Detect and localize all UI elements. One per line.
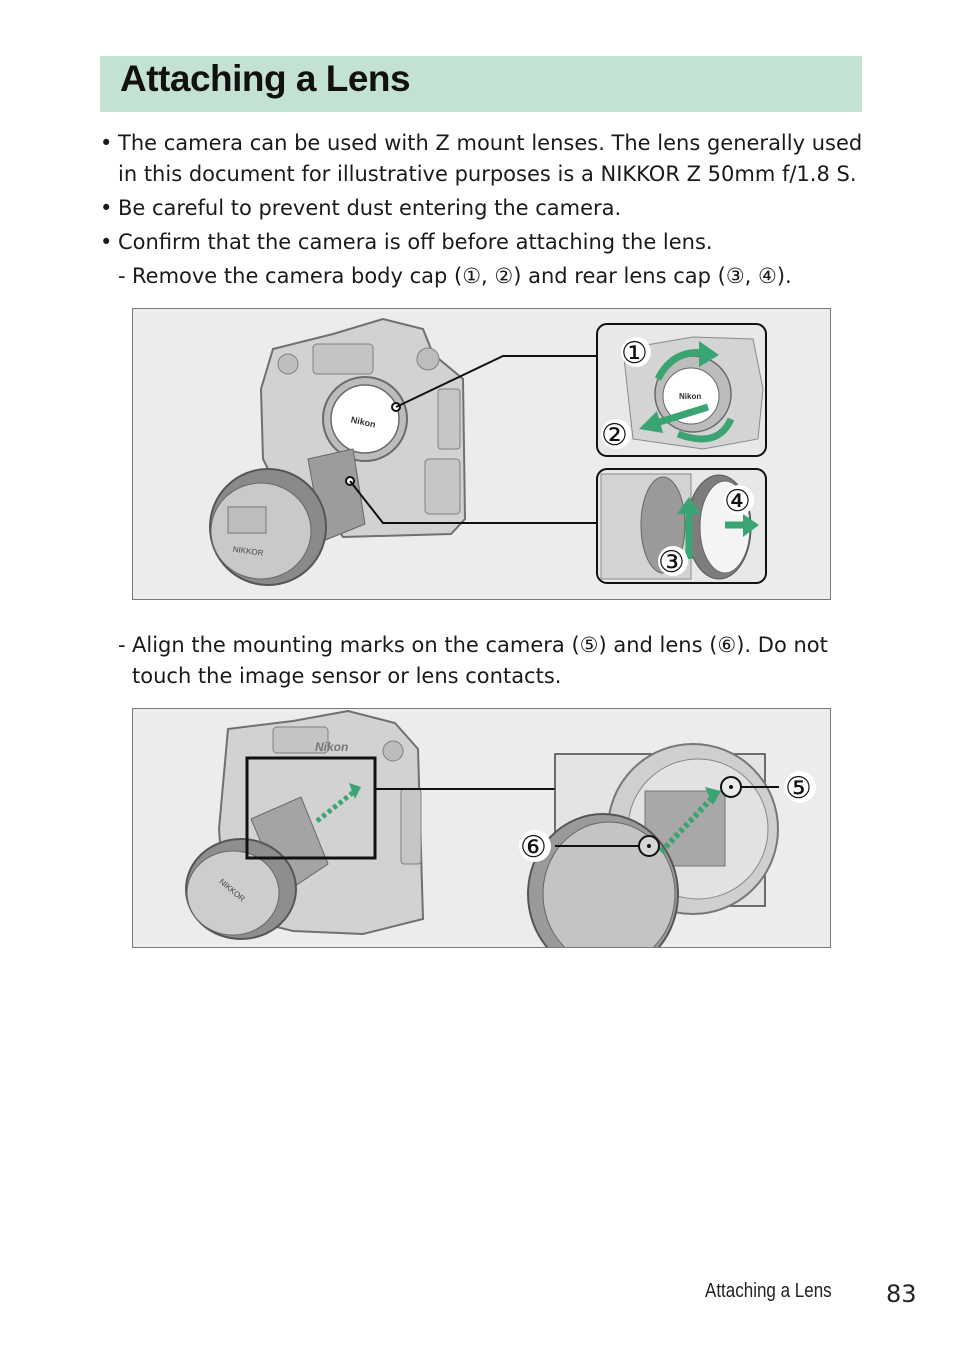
camera-body-illustration: Nikon NIKKOR (209, 317, 467, 586)
intro-list: The camera can be used with Z mount lens… (100, 128, 870, 295)
callout-5: ⑤ (785, 771, 812, 806)
footer-section-label: Attaching a Lens (705, 1280, 832, 1302)
align-marks-illustration: Nikon NIKKOR (132, 708, 831, 948)
page-title: Attaching a Lens (120, 58, 411, 99)
camera-brand: Nikon (315, 740, 348, 754)
camera-front-illustration: Nikon NIKKOR (185, 709, 555, 940)
bullet-camera-off: Confirm that the camera is off before at… (100, 227, 870, 258)
step-align-marks: Align the mounting marks on the camera (… (118, 630, 872, 692)
inset-body-cap-brand: Nikon (679, 392, 701, 401)
page-number: 83 (886, 1280, 917, 1308)
callout-3: ③ (658, 545, 685, 580)
remove-caps-illustration: Nikon NIKKOR Nikon ① (132, 308, 831, 600)
rear-lens-cap-inset: ④ ③ (596, 468, 767, 584)
bullet-dust: Be careful to prevent dust entering the … (100, 193, 870, 224)
callout-2: ② (601, 418, 628, 453)
body-cap-inset: Nikon ① ② (596, 323, 767, 457)
lens-brand: NIKKOR (232, 545, 264, 558)
callout-4: ④ (724, 484, 751, 519)
step-remove-caps: Remove the camera body cap (①, ②) and re… (118, 261, 870, 292)
callout-6: ⑥ (520, 830, 547, 865)
title-bar: Attaching a Lens (100, 56, 862, 112)
callout-1: ① (621, 336, 648, 371)
bullet-z-mount: The camera can be used with Z mount lens… (100, 128, 870, 190)
mount-detail-inset (527, 743, 779, 947)
